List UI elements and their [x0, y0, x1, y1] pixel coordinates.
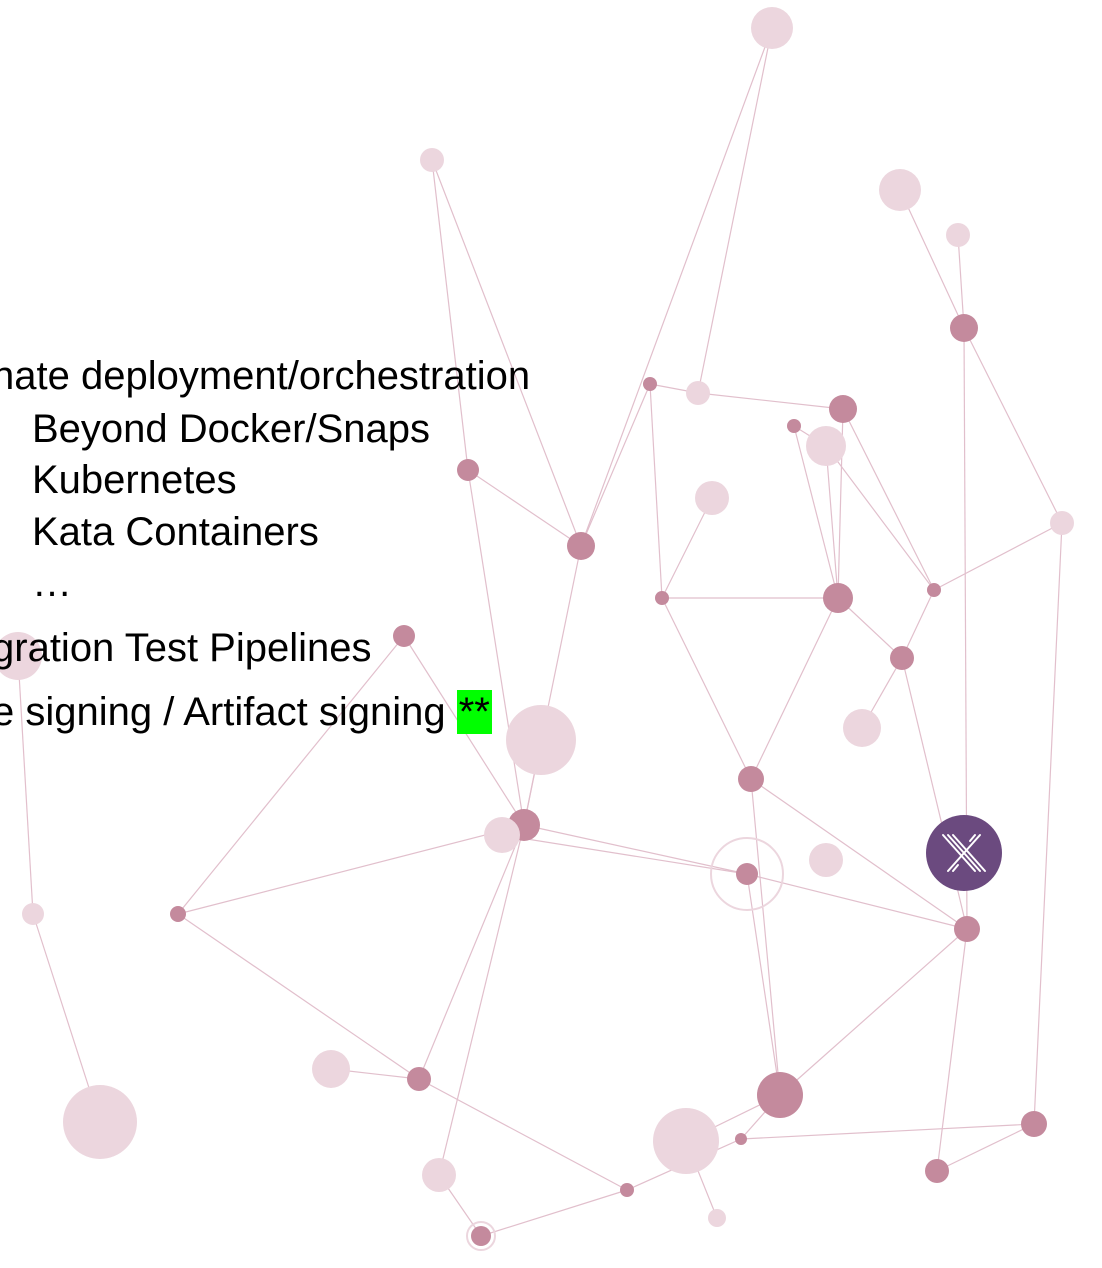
network-node: [954, 916, 980, 942]
network-edge: [746, 873, 968, 930]
network-node: [950, 314, 978, 342]
network-edge: [933, 522, 1063, 591]
network-node: [757, 1072, 803, 1118]
network-edge: [438, 824, 525, 1176]
network-edge: [936, 928, 968, 1172]
network-node: [393, 625, 415, 647]
network-node: [686, 381, 710, 405]
network-node: [787, 419, 801, 433]
network-edge: [467, 469, 582, 547]
network-edge: [649, 383, 663, 599]
network-node: [735, 1133, 747, 1145]
network-edge: [750, 597, 839, 780]
network-edge: [431, 159, 469, 471]
network-node: [695, 481, 729, 515]
network-edge: [750, 778, 781, 1096]
network-edge: [697, 392, 844, 410]
network-edge: [523, 824, 748, 875]
network-node: [946, 223, 970, 247]
network-edge: [580, 383, 651, 547]
network-node: [567, 532, 595, 560]
x-logo-icon: [926, 815, 1002, 891]
network-node: [484, 817, 520, 853]
network-edge: [899, 189, 965, 329]
network-edge: [842, 408, 935, 591]
network-node: [312, 1050, 350, 1088]
network-node: [1021, 1111, 1047, 1137]
network-edge: [177, 913, 420, 1080]
network-node: [0, 632, 42, 680]
network-edge: [501, 834, 748, 875]
network-edge: [177, 635, 405, 915]
network-edge: [750, 778, 968, 930]
network-node: [506, 705, 576, 775]
network-node: [471, 1226, 491, 1246]
network-edge: [17, 655, 34, 915]
network-node: [407, 1067, 431, 1091]
network-node: [925, 1159, 949, 1183]
network-node: [655, 591, 669, 605]
network-node: [708, 1209, 726, 1227]
network-node: [620, 1183, 634, 1197]
network-node: [63, 1085, 137, 1159]
network-edge: [825, 445, 935, 591]
network-node: [809, 843, 843, 877]
network-edge: [901, 589, 935, 659]
network-edge: [697, 27, 773, 394]
network-node: [736, 863, 758, 885]
network-node: [170, 906, 186, 922]
network-edge: [793, 425, 839, 599]
network-node: [890, 646, 914, 670]
network-node: [738, 766, 764, 792]
network-node: [823, 583, 853, 613]
network-edge: [740, 1123, 1035, 1140]
network-node: [653, 1108, 719, 1174]
network-edge: [418, 1078, 628, 1191]
network-edge: [480, 1189, 628, 1237]
network-edge: [661, 597, 752, 780]
network-node: [843, 709, 881, 747]
network-node: [420, 148, 444, 172]
network-node: [457, 459, 479, 481]
network-node: [751, 7, 793, 49]
network-node: [829, 395, 857, 423]
network-edge: [1033, 522, 1063, 1125]
network-node: [1050, 511, 1074, 535]
network-edge: [467, 469, 525, 826]
network-node: [22, 903, 44, 925]
network-node: [879, 169, 921, 211]
network-edge: [403, 635, 525, 826]
network-edge: [580, 27, 773, 547]
network-node: [806, 426, 846, 466]
network-edge: [936, 1123, 1035, 1172]
network-edge: [177, 824, 525, 915]
network-edge: [963, 327, 1063, 524]
network-edge: [431, 159, 582, 547]
network-edge: [957, 234, 965, 329]
network-ring: [466, 1221, 496, 1251]
network-edge: [661, 497, 713, 599]
network-edge: [746, 873, 781, 1096]
network-node: [643, 377, 657, 391]
network-node: [927, 583, 941, 597]
network-ring: [710, 837, 784, 911]
network-node: [422, 1158, 456, 1192]
network-edge: [779, 928, 968, 1096]
network-edge: [825, 445, 839, 599]
network-edge: [418, 824, 525, 1080]
